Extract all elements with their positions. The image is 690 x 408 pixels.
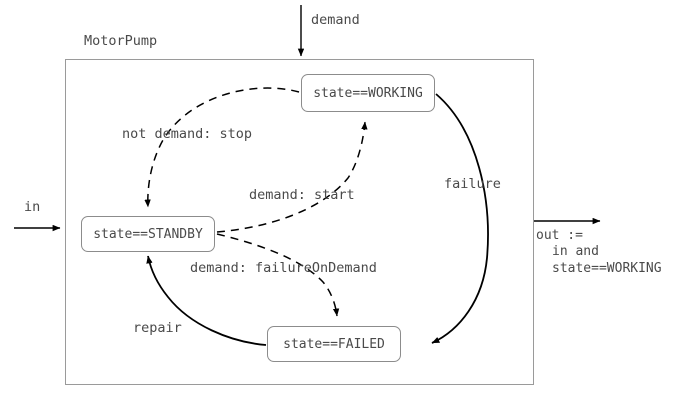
connector-demand-start: [216, 121, 368, 233]
out-expression-line2: in and: [552, 244, 599, 260]
state-working[interactable]: state==WORKING: [301, 74, 435, 112]
state-failed[interactable]: state==FAILED: [267, 326, 401, 362]
connector-repair: [146, 255, 267, 346]
out-expression-line3: state==WORKING: [552, 260, 662, 276]
state-standby[interactable]: state==STANDBY: [81, 216, 215, 252]
port-label-in: in: [24, 199, 41, 215]
state-failed-label: state==FAILED: [283, 336, 385, 352]
transition-label-stop: not demand: stop: [122, 126, 253, 142]
transition-label-start: demand: start: [249, 187, 355, 203]
connector-demand-failure-on-demand: [216, 233, 340, 317]
motorpump-container: [65, 59, 534, 385]
state-standby-label: state==STANDBY: [93, 226, 203, 242]
transition-label-repair: repair: [133, 320, 182, 336]
transition-label-failure: failure: [444, 176, 501, 192]
out-expression-line1: out :=: [536, 228, 583, 243]
state-working-label: state==WORKING: [313, 85, 423, 101]
transition-label-failure-on-demand: demand: failureOnDemand: [190, 260, 377, 276]
out-expression: out := in and state==WORKING: [536, 228, 662, 277]
page-title: MotorPump: [84, 33, 158, 49]
port-label-demand: demand: [311, 12, 360, 28]
connector-failure: [431, 93, 489, 344]
connector-not-demand-stop: [144, 87, 300, 208]
